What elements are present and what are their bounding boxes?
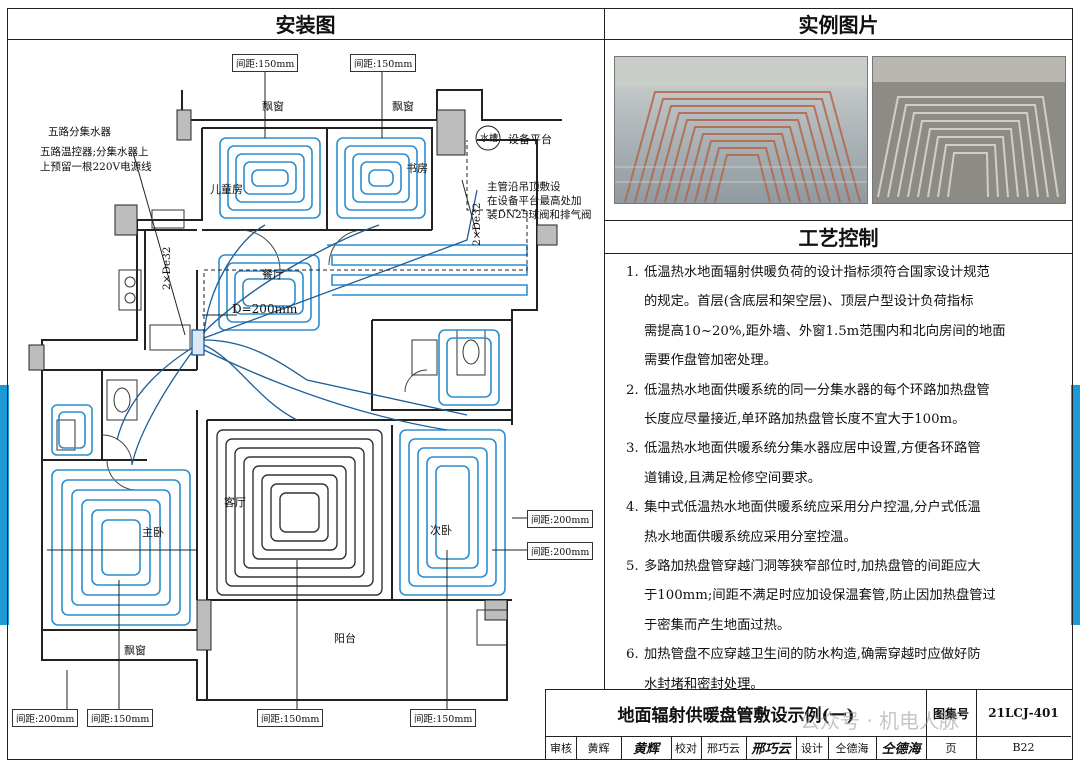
requirement-item: 3. 低温热水地面供暖系统分集水器应居中设置,方便各环路管道铺设,且满足检修空间要… xyxy=(626,434,1066,493)
process-header: 工艺控制 xyxy=(604,220,1073,254)
photo-2-image xyxy=(873,57,1065,203)
room-balcony: 阳台 xyxy=(334,632,356,645)
requirement-line: 于密集而产生地面过热。 xyxy=(644,617,791,633)
spacing-top-1: 间距:150mm xyxy=(232,54,299,72)
pipe-spec-1: 2×De32 xyxy=(161,246,173,290)
column-1 xyxy=(176,109,192,141)
manifold-note-2: 上预留一根220V电源线 xyxy=(40,161,152,173)
requirements-list: 1. 低温热水地面辐射供暖负荷的设计指标须符合国家设计规范的规定。首层(含底层和架… xyxy=(626,258,1066,699)
spacing-bottom-3: 间距:150mm xyxy=(257,709,324,727)
atlas-number: 21LCJ-401 xyxy=(988,706,1059,720)
requirement-line: 的规定。首层(含底层和架空层)、顶层户型设计负荷指标 xyxy=(644,294,974,310)
manifold-title: 五路分集水器 xyxy=(48,126,111,138)
watermark-text: 公众号 · 机电人脉 xyxy=(800,709,960,733)
requirement-number: 1. xyxy=(626,265,639,280)
process-header-text: 工艺控制 xyxy=(798,226,879,250)
title-block: 地面辐射供暖盘管敷设示例(一) 图集号 21LCJ-401 审核 黄辉 黄辉 校… xyxy=(545,689,1073,760)
checker-name: 邢巧云 xyxy=(707,741,740,755)
install-header: 安装图 xyxy=(7,8,604,40)
requirement-line: 于100mm;间距不满足时应加设保温套管,防止因加热盘管过 xyxy=(644,588,996,604)
manifold-note-1: 五路温控器;分集水器上 xyxy=(40,146,149,158)
room-second-bed: 次卧 xyxy=(430,524,452,537)
requirement-line: 多路加热盘管穿越门洞等狭窄部位时,加热盘管的间距应大 xyxy=(644,559,981,575)
requirement-item: 6. 加热管盘不应穿越卫生间的防水构造,确需穿越时应做好防水封堵和密封处理。 xyxy=(626,640,1066,699)
reviewer-signature: 黄辉 xyxy=(632,742,659,757)
watermark: 公众号 · 机电人脉 xyxy=(800,705,959,734)
example-photo-2 xyxy=(872,56,1066,204)
requirement-line: 低温热水地面供暖系统的同一分集水器的每个环路加热盘管 xyxy=(644,382,990,398)
requirement-line: 道铺设,且满足检修空间要求。 xyxy=(644,470,822,486)
room-bay-window-2: 飘窗 xyxy=(392,100,414,113)
atlas-label: 图集号 xyxy=(932,706,969,721)
requirement-line: 加热管盘不应穿越卫生间的防水构造,确需穿越时应做好防 xyxy=(644,647,981,663)
requirement-item: 5. 多路加热盘管穿越门洞等狭窄部位时,加热盘管的间距应大于100mm;间距不满足… xyxy=(626,552,1066,640)
main-pipe-note-1: 主管沿吊顶敷设 xyxy=(487,181,561,193)
equipment-platform-label: 设备平台 xyxy=(508,133,552,146)
room-kids: 儿童房 xyxy=(210,183,243,196)
room-bay-window-1: 飘窗 xyxy=(262,100,284,113)
main-pipe-note-2: 在设备平台最高处加 xyxy=(487,195,582,207)
column-2 xyxy=(436,109,466,156)
photo-1-image xyxy=(615,57,867,203)
spacing-bottom-1: 间距:200mm xyxy=(12,709,79,727)
room-dining: 餐厅 xyxy=(262,268,284,281)
checker-signature: 邢巧云 xyxy=(751,742,791,757)
requirement-number: 6. xyxy=(626,647,639,663)
pipe-spec-2: 2×De32 xyxy=(471,202,483,246)
left-edge-tab xyxy=(0,385,9,625)
drawing-frame xyxy=(7,8,1073,760)
spacing-right-1: 间距:200mm xyxy=(527,510,594,528)
main-pipe-note-3: 装DN25球阀和排气阀 xyxy=(487,209,592,221)
requirement-number: 2. xyxy=(626,382,639,398)
requirement-line: 长度应尽量接近,单环路加热盘管长度不宜大于100m。 xyxy=(644,412,966,428)
review-label: 审核 xyxy=(550,741,572,755)
right-edge-tab xyxy=(1071,385,1080,625)
requirement-line: 热水地面供暖系统应采用分室控温。 xyxy=(644,529,857,545)
photos-header-text: 实例图片 xyxy=(798,13,879,37)
room-bay-window-3: 飘窗 xyxy=(124,644,146,657)
page-label: 页 xyxy=(945,741,957,755)
drawing-title: 地面辐射供暖盘管敷设示例(一) xyxy=(617,705,855,726)
requirement-item: 2. 低温热水地面供暖系统的同一分集水器的每个环路加热盘管长度应尽量接近,单环路加… xyxy=(626,376,1066,435)
design-label: 设计 xyxy=(801,741,823,755)
requirement-line: 水封堵和密封处理。 xyxy=(644,676,764,692)
reviewer-name: 黄辉 xyxy=(587,741,610,755)
requirement-number: 3. xyxy=(626,441,639,457)
room-master-bed: 主卧 xyxy=(142,526,164,539)
designer-name: 仝德海 xyxy=(835,741,869,755)
spacing-top-2: 间距:150mm xyxy=(350,54,417,72)
install-header-text: 安装图 xyxy=(275,13,336,37)
room-living: 客厅 xyxy=(224,496,246,509)
requirement-line: 低温热水地面供暖系统分集水器应居中设置,方便各环路管 xyxy=(644,441,981,457)
water-heater-label: 水槽 xyxy=(480,134,499,144)
designer-signature: 仝德海 xyxy=(881,742,921,757)
check-label: 校对 xyxy=(675,741,697,755)
requirement-item: 1. 低温热水地面辐射供暖负荷的设计指标须符合国家设计规范的规定。首层(含底层和架… xyxy=(626,258,1066,376)
photos-header: 实例图片 xyxy=(604,8,1073,40)
requirement-number: 4. xyxy=(626,500,639,516)
page-number: B22 xyxy=(1012,741,1035,754)
process-header-top xyxy=(604,220,1073,221)
divider-vertical xyxy=(604,8,605,689)
spacing-bottom-2: 间距:150mm xyxy=(87,709,154,727)
requirement-line: 需要作盘管加密处理。 xyxy=(644,353,777,369)
wall-top xyxy=(181,89,562,121)
d-200-label: D=200mm xyxy=(232,302,298,316)
requirement-number: 5. xyxy=(626,559,639,575)
example-photo-1 xyxy=(614,56,868,204)
requirement-item: 4. 集中式低温热水地面供暖系统应采用分户控温,分户式低温热水地面供暖系统应采用分… xyxy=(626,493,1066,552)
spacing-right-2: 间距:200mm xyxy=(527,542,594,560)
requirement-line: 低温热水地面辐射供暖负荷的设计指标须符合国家设计规范 xyxy=(644,265,990,280)
room-study: 书房 xyxy=(406,162,428,175)
spacing-bottom-4: 间距:150mm xyxy=(410,709,477,727)
requirement-line: 集中式低温热水地面供暖系统应采用分户控温,分户式低温 xyxy=(644,500,981,516)
floor-plan xyxy=(28,66,562,716)
requirement-line: 需提高10~20%,距外墙、外窗1.5m范围内和北向房间的地面 xyxy=(644,323,1006,339)
